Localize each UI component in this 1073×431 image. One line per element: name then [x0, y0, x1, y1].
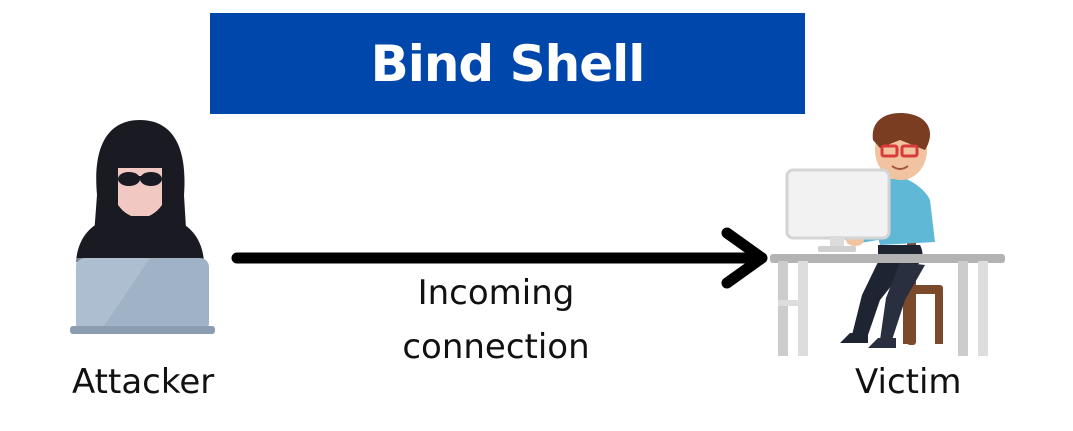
connection-label: Incoming connection	[396, 266, 596, 374]
computer-monitor-icon	[785, 168, 891, 240]
victim-label: Victim	[855, 362, 962, 402]
diagram-title: Bind Shell	[370, 34, 646, 93]
connection-label-line1: Incoming	[417, 273, 575, 313]
victim-figure	[770, 113, 1005, 356]
incoming-arrow	[231, 227, 768, 289]
attacker-figure	[70, 120, 215, 334]
desk-icon	[770, 254, 1005, 263]
connection-label-line2: connection	[402, 327, 590, 367]
title-banner: Bind Shell	[210, 13, 805, 114]
attacker-label: Attacker	[72, 362, 215, 402]
